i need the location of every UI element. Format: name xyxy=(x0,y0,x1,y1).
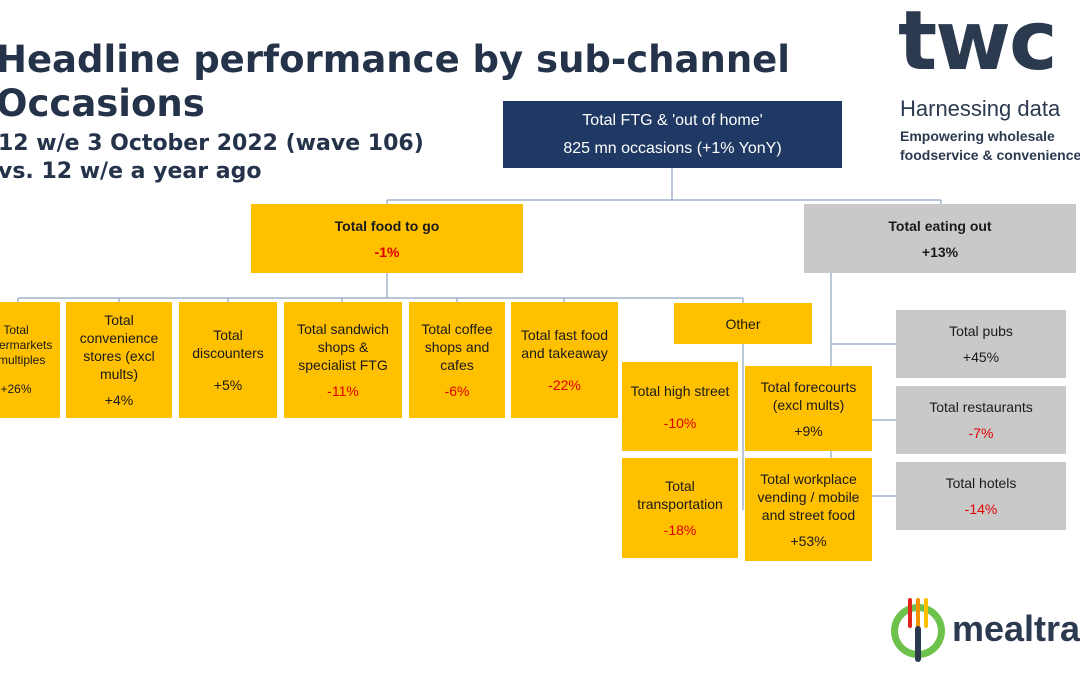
node-value: -18% xyxy=(663,522,697,538)
node-total-restaurants: Total restaurants -7% xyxy=(896,386,1066,454)
node-total-sandwich-shops: Total sandwich shops & specialist FTG -1… xyxy=(284,302,402,418)
node-label: Other xyxy=(725,315,761,332)
node-value: +45% xyxy=(962,349,1000,365)
node-value: -10% xyxy=(663,414,697,431)
node-value: -11% xyxy=(327,383,359,399)
node-label: Total workplace vending / mobile and str… xyxy=(757,470,860,523)
node-total-high-street: Total high street -10% xyxy=(622,362,738,451)
node-total-workplace-vending: Total workplace vending / mobile and str… xyxy=(745,458,872,561)
node-total-discounters: Total discounters +5% xyxy=(179,302,277,418)
node-label: Total supermarkets & multiples xyxy=(0,323,53,367)
page-title-line1: Headline performance by sub-channel xyxy=(0,38,790,81)
node-label: Total transportation xyxy=(637,478,723,512)
node-value: -6% xyxy=(444,383,470,399)
page-subtitle: 12 w/e 3 October 2022 (wave 106) vs. 12 … xyxy=(0,130,424,186)
node-other: Other xyxy=(674,303,812,344)
twc-subline: Empowering wholesale foodservice & conve… xyxy=(900,127,1080,165)
node-label: Total pubs xyxy=(949,323,1013,339)
page-title-line2: Occasions xyxy=(0,82,205,125)
page-title: Headline performance by sub-channel Occa… xyxy=(0,38,790,126)
node-value: -14% xyxy=(964,501,998,517)
mealtrak-wordmark: mealtrak xyxy=(952,608,1080,649)
period-label: 12 w/e 3 October 2022 (wave 106) xyxy=(0,131,424,156)
node-total-eating-out: Total eating out +13% xyxy=(804,204,1076,273)
node-total-ftg-out-of-home: Total FTG & 'out of home' 825 mn occasio… xyxy=(503,101,842,168)
node-value: -7% xyxy=(968,425,994,441)
node-total-fast-food: Total fast food and takeaway -22% xyxy=(511,302,618,418)
node-total-forecourts: Total forecourts (excl mults) +9% xyxy=(745,366,872,451)
node-label: Total fast food and takeaway xyxy=(520,327,609,361)
node-label: Total FTG & 'out of home' xyxy=(582,111,763,129)
twc-subline-2: foodservice & convenience xyxy=(900,147,1080,163)
node-value: +26% xyxy=(0,382,32,396)
node-label: Total discounters xyxy=(192,327,264,361)
node-value: +9% xyxy=(794,422,823,439)
node-value: +53% xyxy=(790,532,827,549)
node-value: 825 mn occasions (+1% YonY) xyxy=(563,139,782,157)
node-label: Total sandwich shops & specialist FTG xyxy=(297,321,389,373)
node-label: Total restaurants xyxy=(929,399,1033,415)
node-total-food-to-go: Total food to go -1% xyxy=(251,204,523,273)
node-total-convenience-stores: Total convenience stores (excl mults) +4… xyxy=(66,302,172,418)
node-value: +13% xyxy=(921,243,959,260)
node-label: Total food to go xyxy=(334,217,440,234)
twc-wordmark: twc xyxy=(898,0,1058,89)
node-label: Total eating out xyxy=(888,217,992,234)
mealtrak-logo: mealtrak xyxy=(888,596,1080,666)
node-total-hotels: Total hotels -14% xyxy=(896,462,1066,530)
node-total-supermarkets: Total supermarkets & multiples +26% xyxy=(0,302,60,418)
node-label: Total forecourts (excl mults) xyxy=(760,378,857,413)
node-total-transportation: Total transportation -18% xyxy=(622,458,738,558)
fork-icon xyxy=(891,598,945,662)
node-value: -1% xyxy=(374,243,400,260)
node-value: -22% xyxy=(548,377,581,393)
comparison-label: vs. 12 w/e a year ago xyxy=(0,159,262,184)
twc-logo: twc Harnessing data Empowering wholesale… xyxy=(898,0,1080,175)
node-label: Total hotels xyxy=(945,475,1017,491)
twc-tagline: Harnessing data xyxy=(900,96,1061,121)
node-value: +4% xyxy=(104,392,134,408)
node-label: Total high street xyxy=(630,382,730,399)
node-label: Total coffee shops and cafes xyxy=(421,321,493,373)
node-value: +5% xyxy=(213,377,243,393)
node-label: Total convenience stores (excl mults) xyxy=(79,312,159,382)
node-total-coffee-shops: Total coffee shops and cafes -6% xyxy=(409,302,505,418)
node-total-pubs: Total pubs +45% xyxy=(896,310,1066,378)
twc-subline-1: Empowering wholesale xyxy=(900,128,1055,144)
